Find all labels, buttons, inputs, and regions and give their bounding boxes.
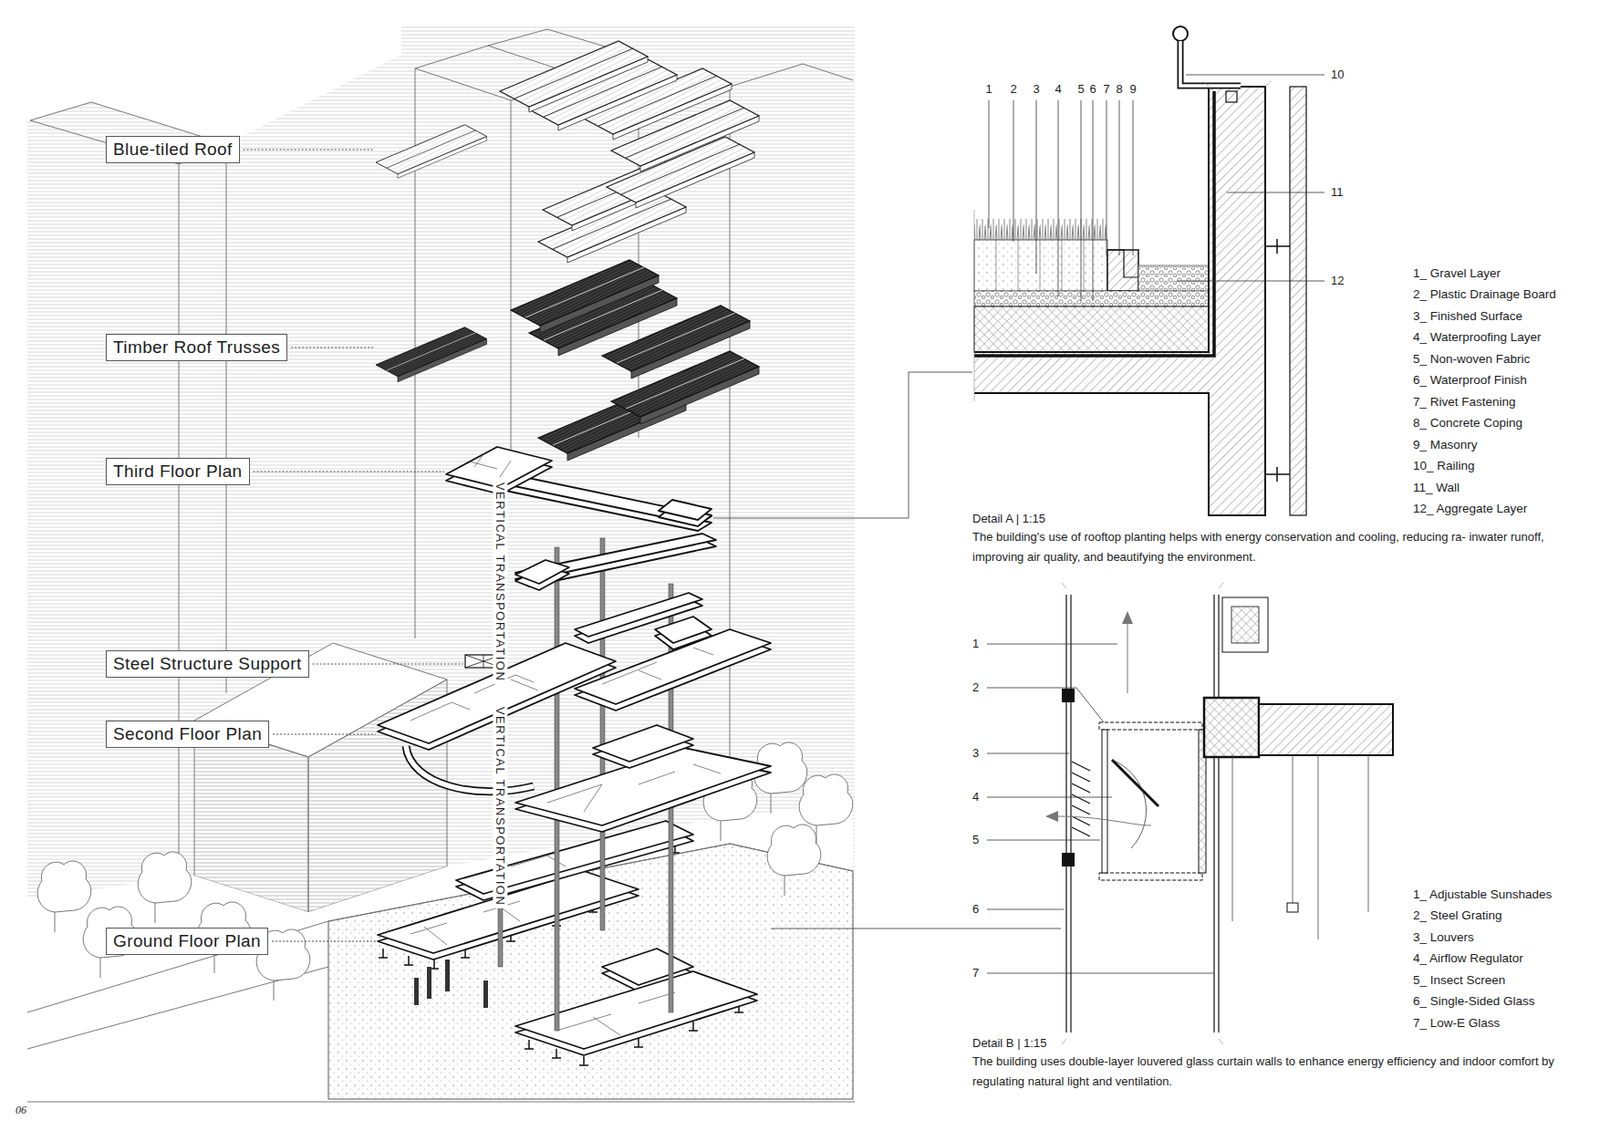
key-item: 6_ Single-Sided Glass bbox=[1412, 994, 1536, 1010]
key-item: 3_ Finished Surface bbox=[1412, 309, 1523, 325]
label-text: Timber Roof Trusses bbox=[113, 336, 281, 359]
callout-number: 12 bbox=[1330, 273, 1344, 289]
callout-number: 5 bbox=[1077, 82, 1084, 97]
key-item: 5_ Non-woven Fabric bbox=[1412, 352, 1530, 368]
label-box: Third Floor Plan bbox=[105, 457, 250, 486]
callout-number: 3 bbox=[972, 746, 979, 761]
key-item: 7_ Low-E Glass bbox=[1412, 1016, 1500, 1032]
detail-a-section bbox=[974, 26, 1325, 516]
note-text: The building uses double-layer louvered … bbox=[972, 1051, 1584, 1092]
callout-number: 4 bbox=[972, 789, 979, 805]
callout-number: 5 bbox=[972, 832, 979, 848]
callout-number: 2 bbox=[972, 680, 979, 696]
label-text: Ground Floor Plan bbox=[113, 930, 261, 953]
label-text: Blue-tiled Roof bbox=[113, 138, 233, 161]
city-background bbox=[27, 25, 855, 1102]
key-item: 12_ Aggregate Layer bbox=[1412, 501, 1528, 518]
vertical-label: VERTICAL TRANSPORTATION bbox=[492, 479, 508, 685]
callout-number: 11 bbox=[1330, 185, 1344, 200]
third-floor bbox=[446, 446, 712, 531]
callout-number: 7 bbox=[1102, 82, 1110, 97]
detail-title: Detail B | 1:15 bbox=[972, 1036, 1047, 1051]
middle-floor bbox=[515, 533, 717, 650]
callout-number: 8 bbox=[1115, 82, 1123, 97]
label-box: Second Floor Plan bbox=[105, 720, 270, 749]
key-item: 2_ Plastic Drainage Board bbox=[1412, 287, 1557, 303]
callout-number: 7 bbox=[972, 966, 979, 981]
callout-number: 1 bbox=[972, 636, 979, 652]
label-leaders bbox=[243, 149, 1061, 942]
callout-number: 10 bbox=[1330, 67, 1344, 83]
callout-number: 4 bbox=[1054, 82, 1061, 97]
callout-number: 1 bbox=[985, 82, 992, 97]
callout-number: 3 bbox=[1032, 82, 1039, 97]
label-text: Third Floor Plan bbox=[113, 460, 243, 483]
label-text: Steel Structure Support bbox=[113, 653, 302, 676]
callout-number: 6 bbox=[972, 902, 979, 917]
detail-title: Detail A | 1:15 bbox=[972, 511, 1046, 527]
key-item: 4_ Airflow Regulator bbox=[1412, 951, 1524, 967]
key-item: 6_ Waterproof Finish bbox=[1412, 373, 1528, 389]
label-box: Steel Structure Support bbox=[105, 650, 310, 678]
key-item: 1_ Gravel Layer bbox=[1412, 266, 1501, 282]
callout-number: 2 bbox=[1009, 82, 1017, 97]
label-box: Blue-tiled Roof bbox=[105, 135, 240, 164]
callout-number: 6 bbox=[1089, 82, 1096, 97]
key-item: 7_ Rivet Fastening bbox=[1412, 394, 1517, 411]
key-item: 5_ Insect Screen bbox=[1412, 973, 1506, 989]
label-box: Timber Roof Trusses bbox=[105, 333, 288, 362]
note-text: The building's use of rooftop planting h… bbox=[972, 527, 1566, 568]
label-box: Ground Floor Plan bbox=[105, 927, 269, 956]
callout-number: 9 bbox=[1129, 82, 1136, 97]
key-item: 11_ Wall bbox=[1412, 480, 1460, 497]
key-item: 1_ Adjustable Sunshades bbox=[1412, 887, 1552, 904]
key-item: 8_ Concrete Coping bbox=[1412, 415, 1523, 432]
ground-floor bbox=[377, 820, 758, 1066]
vertical-label: VERTICAL TRANSPORTATION bbox=[492, 704, 508, 909]
page-number: 06 bbox=[15, 1103, 27, 1118]
roof-layers bbox=[375, 41, 759, 461]
second-floor bbox=[377, 629, 771, 832]
key-item: 3_ Louvers bbox=[1412, 930, 1475, 946]
label-text: Second Floor Plan bbox=[113, 723, 262, 746]
key-item: 10_ Railing bbox=[1412, 458, 1476, 475]
key-item: 4_ Waterproofing Layer bbox=[1412, 330, 1542, 346]
key-item: 2_ Steel Grating bbox=[1412, 908, 1503, 925]
key-item: 9_ Masonry bbox=[1412, 437, 1478, 454]
detail-b-section bbox=[987, 582, 1393, 1045]
